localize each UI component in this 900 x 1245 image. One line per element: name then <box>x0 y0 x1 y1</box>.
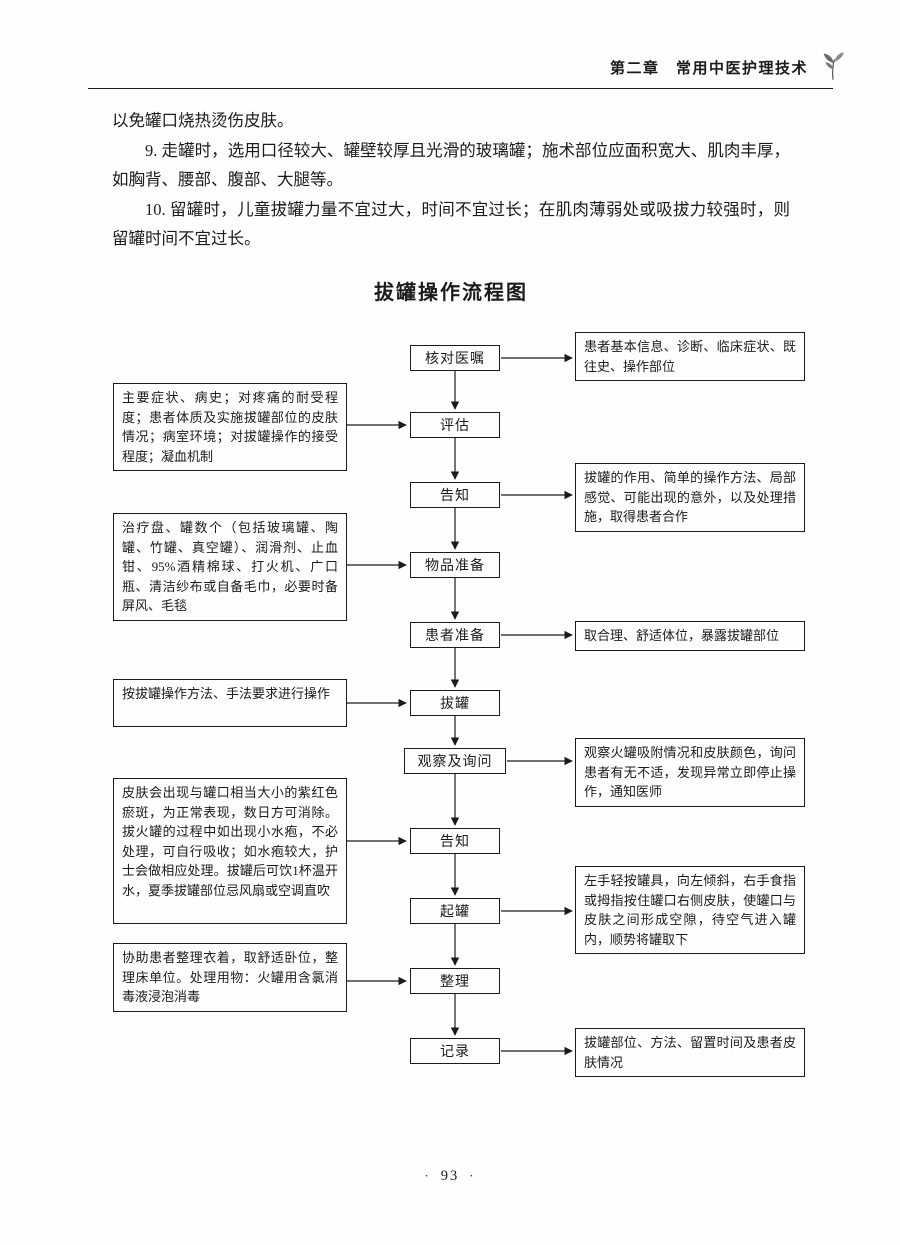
header-divider <box>88 88 833 89</box>
step-observe-ask: 观察及询问 <box>404 748 506 774</box>
note-observe-content: 观察火罐吸附情况和皮肤颜色，询问患者有无不适，发现异常立即停止操作，通知医师 <box>575 738 805 807</box>
step-record: 记录 <box>410 1038 500 1064</box>
note-patient-position: 取合理、舒适体位，暴露拔罐部位 <box>575 621 805 651</box>
note-inform-content: 拔罐的作用、简单的操作方法、局部感觉、可能出现的意外，以及处理措施，取得患者合作 <box>575 463 805 532</box>
note-items-list: 治疗盘、罐数个（包括玻璃罐、陶罐、竹罐、真空罐）、润滑剂、止血钳、95%酒精棉球… <box>113 513 347 621</box>
note-skin-reaction: 皮肤会出现与罐口相当大小的紫红色瘀斑，为正常表现，数日方可消除。拔火罐的过程中如… <box>113 778 347 924</box>
note-assess-details: 主要症状、病史；对疼痛的耐受程度；患者体质及实施拔罐部位的皮肤情况；病室环境；对… <box>113 383 347 471</box>
step-remove-cup: 起罐 <box>410 898 500 924</box>
step-check-orders: 核对医嘱 <box>410 345 500 371</box>
leaf-icon <box>823 52 844 80</box>
flowchart-title: 拔罐操作流程图 <box>374 282 528 304</box>
note-patient-info: 患者基本信息、诊断、临床症状、既往史、操作部位 <box>575 332 805 381</box>
footer-dot-right: · <box>469 1168 476 1183</box>
paragraph-continuation: 以免罐口烧热烫伤皮肤。 <box>112 111 294 130</box>
note-record-content: 拔罐部位、方法、留置时间及患者皮肤情况 <box>575 1028 805 1077</box>
page-number: 93 <box>440 1168 460 1184</box>
paragraph-item-9: 9. 走罐时，选用口径较大、罐壁较厚且光滑的玻璃罐；施术部位应面积宽大、肌肉丰厚… <box>112 140 790 190</box>
step-assess: 评估 <box>410 412 500 438</box>
step-tidy-up: 整理 <box>410 968 500 994</box>
step-cupping: 拔罐 <box>410 690 500 716</box>
footer-dot-left: · <box>424 1168 431 1183</box>
note-operation-method: 按拔罐操作方法、手法要求进行操作 <box>113 679 347 727</box>
step-prepare-patient: 患者准备 <box>410 622 500 648</box>
note-tidy-details: 协助患者整理衣着，取舒适卧位，整理床单位。处理用物：火罐用含氯消毒液浸泡消毒 <box>113 943 347 1012</box>
note-remove-method: 左手轻按罐具，向左倾斜，右手食指或拇指按住罐口右侧皮肤，使罐口与皮肤之间形成空隙… <box>575 866 805 954</box>
step-inform: 告知 <box>410 482 500 508</box>
step-prepare-items: 物品准备 <box>410 552 500 578</box>
page-footer: · 93 · <box>0 1168 900 1185</box>
paragraph-item-10: 10. 留罐时，儿童拔罐力量不宜过大，时间不宜过长；在肌肉薄弱处或吸拔力较强时，… <box>112 199 790 249</box>
body-text: 以免罐口烧热烫伤皮肤。 9. 走罐时，选用口径较大、罐壁较厚且光滑的玻璃罐；施术… <box>112 106 790 254</box>
step-inform-2: 告知 <box>410 828 500 854</box>
chapter-title: 第二章 常用中医护理技术 <box>609 60 808 77</box>
page-header: 第二章 常用中医护理技术 <box>610 52 848 82</box>
